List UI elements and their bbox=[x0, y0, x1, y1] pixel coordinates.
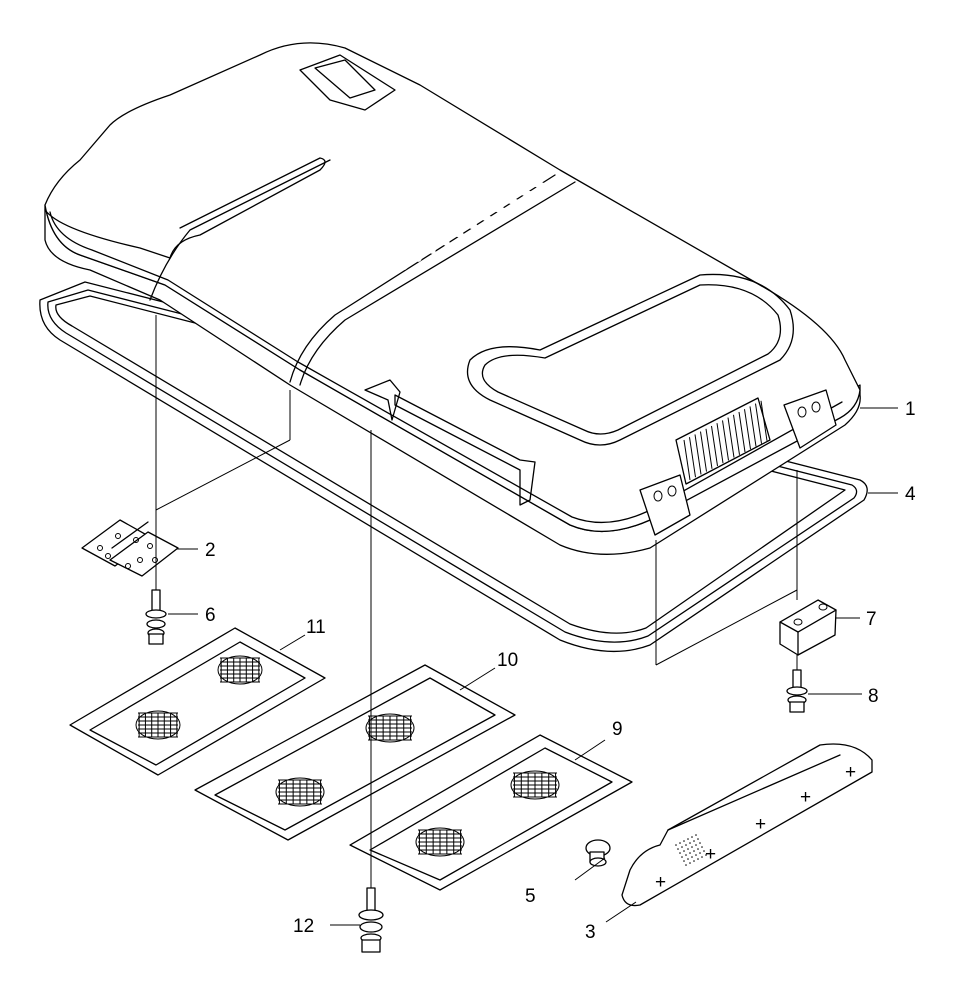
callout-2: 2 bbox=[205, 540, 216, 561]
bolt-part-12 bbox=[358, 887, 384, 953]
callout-leaders bbox=[168, 407, 898, 926]
mesh-plate-part-11 bbox=[69, 627, 326, 776]
bracket-part-7 bbox=[779, 599, 837, 656]
svg-text:+: + bbox=[705, 844, 716, 865]
bolt-part-6 bbox=[145, 589, 167, 645]
hood-grille-fins bbox=[683, 400, 768, 481]
callout-3: 3 bbox=[585, 922, 596, 943]
callout-4: 4 bbox=[905, 484, 916, 505]
svg-text:+: + bbox=[755, 814, 766, 835]
callout-8: 8 bbox=[868, 686, 879, 707]
svg-text:+: + bbox=[800, 787, 811, 808]
hood-vent-slots bbox=[104, 112, 670, 338]
side-panel-part-3: + + + + + bbox=[621, 743, 873, 907]
svg-text:+: + bbox=[655, 872, 666, 893]
hinge-part-2 bbox=[81, 519, 179, 577]
callout-11: 11 bbox=[306, 617, 326, 638]
grommet-part-5 bbox=[585, 839, 611, 867]
callout-7: 7 bbox=[866, 609, 877, 630]
assembly-lines bbox=[155, 315, 798, 888]
callout-10: 10 bbox=[497, 650, 518, 671]
hood-front-grille bbox=[675, 397, 771, 485]
mesh-plate-part-10 bbox=[194, 664, 516, 841]
callout-1: 1 bbox=[905, 399, 916, 420]
callout-labels: 1 2 3 4 5 6 7 8 9 10 11 12 bbox=[205, 399, 916, 943]
seal-frame-part-4 bbox=[39, 281, 868, 653]
callout-9: 9 bbox=[612, 719, 623, 740]
callout-5: 5 bbox=[525, 886, 536, 907]
callout-6: 6 bbox=[205, 605, 216, 626]
callout-12: 12 bbox=[293, 916, 314, 937]
svg-text:+: + bbox=[845, 762, 856, 783]
mesh-plate-part-9 bbox=[349, 734, 633, 891]
bolt-part-8 bbox=[786, 669, 808, 713]
